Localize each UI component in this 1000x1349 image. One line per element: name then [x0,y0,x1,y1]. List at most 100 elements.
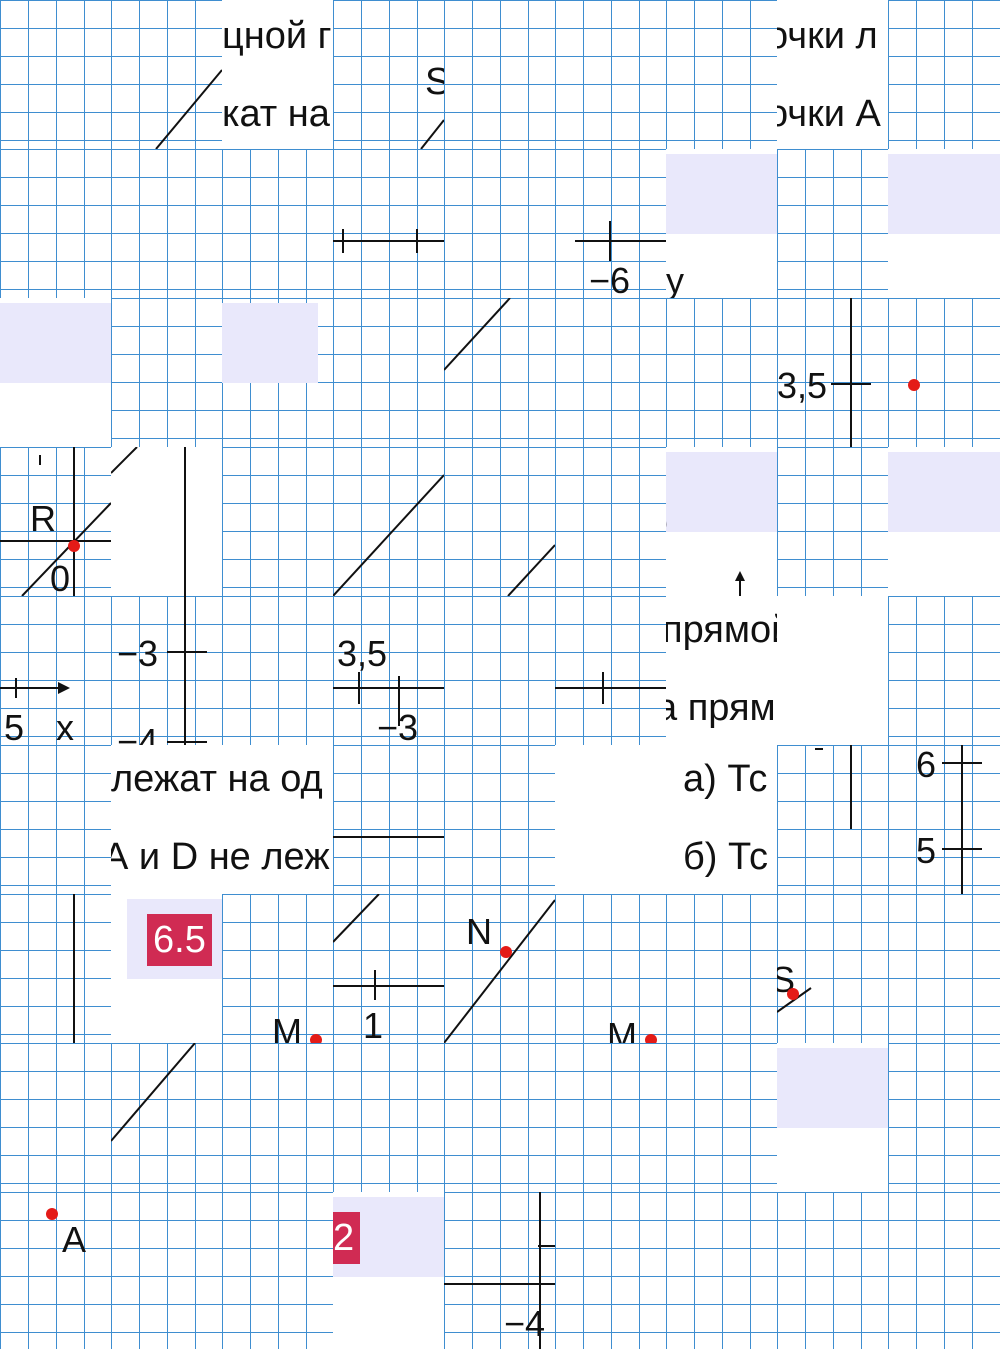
puzzle-tile[interactable]: 1 [333,894,444,1043]
puzzle-tile[interactable] [444,1043,555,1192]
puzzle-tile[interactable] [111,1192,222,1349]
puzzle-tile[interactable] [333,1043,444,1192]
puzzle-tile[interactable] [555,447,666,596]
puzzle-tile[interactable] [111,149,222,298]
puzzle-tile[interactable] [555,1192,666,1349]
puzzle-tile[interactable] [888,298,1000,447]
puzzle-tile[interactable] [888,1192,1000,1349]
puzzle-tile[interactable] [444,745,555,894]
puzzle-tile[interactable] [0,745,111,894]
axis-segment [555,672,666,704]
puzzle-tile[interactable] [777,1192,888,1349]
puzzle-tile[interactable]: цной г кат на [222,0,333,149]
puzzle-tile[interactable]: M [222,894,333,1043]
puzzle-tile[interactable]: R 0 [0,447,111,596]
puzzle-tile[interactable]: D [666,447,777,596]
tick-label: 5 [916,830,937,871]
vertical-axis [167,596,207,745]
puzzle-tile[interactable]: прямой. а прямой. [666,596,777,745]
puzzle-tile[interactable] [333,298,444,447]
puzzle-tile[interactable] [777,596,888,745]
puzzle-tile[interactable] [888,894,1000,1043]
puzzle-tile[interactable] [222,298,333,447]
axis-segment [333,672,444,726]
axis-arrow [735,571,745,596]
puzzle-tile[interactable]: 6 5 [888,745,1000,894]
puzzle-tile[interactable] [444,298,555,447]
tick-label: 3,5 [337,633,388,674]
puzzle-tile[interactable] [777,447,888,596]
vertical-axis [73,894,75,1043]
puzzle-tile[interactable] [888,149,1000,298]
puzzle-tile[interactable] [444,596,555,745]
puzzle-tile[interactable]: −3 −4 [111,596,222,745]
text-fragment: лежат на од [111,758,323,800]
highlight-box [888,452,1000,532]
puzzle-tile[interactable] [666,894,777,1043]
diagonal-line [155,69,222,149]
point-label: R [30,498,56,539]
puzzle-tile[interactable] [222,1192,333,1349]
puzzle-tile[interactable]: 3,5 −3 [333,596,444,745]
tick-label: 1 [363,1005,384,1044]
axis-segment [815,745,852,829]
point-label: N [466,911,492,952]
puzzle-tile[interactable]: очки л очки A [777,0,888,149]
puzzle-tile[interactable] [111,298,222,447]
puzzle-tile[interactable] [111,1043,222,1192]
puzzle-tile[interactable] [777,1043,888,1192]
text-fragment: кат на [222,93,330,135]
puzzle-tile[interactable]: S [333,0,444,149]
puzzle-tile[interactable] [111,0,222,149]
tick-label: 3,5 [777,365,828,406]
puzzle-tile[interactable] [333,149,444,298]
puzzle-tile[interactable] [888,596,1000,745]
puzzle-tile[interactable]: 2 [333,1192,444,1349]
puzzle-tile[interactable] [888,0,1000,149]
puzzle-tile[interactable] [666,1192,777,1349]
puzzle-tile[interactable] [888,447,1000,596]
puzzle-tile[interactable] [222,149,333,298]
puzzle-tile[interactable] [444,149,555,298]
puzzle-tile[interactable] [666,298,777,447]
puzzle-tile[interactable]: 6.5 [111,894,222,1043]
puzzle-tile[interactable]: N [444,894,555,1043]
puzzle-tile[interactable] [666,1043,777,1192]
puzzle-tile[interactable]: M [555,894,666,1043]
puzzle-tile[interactable] [0,1043,111,1192]
puzzle-tile[interactable] [0,0,111,149]
diagonal-line [333,474,444,596]
puzzle-tile[interactable]: а) Тс б) Тс [555,745,777,894]
puzzle-tile[interactable] [111,447,222,596]
puzzle-tile[interactable]: y [666,149,777,298]
puzzle-tile[interactable] [222,1043,333,1192]
puzzle-tile[interactable] [666,0,777,149]
puzzle-tile[interactable]: −4 [444,1192,555,1349]
puzzle-tile[interactable] [444,447,555,596]
puzzle-tile[interactable] [777,149,888,298]
puzzle-tile[interactable] [0,298,111,447]
puzzle-tile[interactable] [555,0,666,149]
puzzle-tile[interactable] [0,149,111,298]
puzzle-tile[interactable] [555,298,666,447]
point-dot [645,1034,657,1043]
puzzle-tile[interactable]: 5 x [0,596,111,745]
puzzle-tile[interactable]: A [0,1192,111,1349]
tick-label: −4 [504,1303,546,1344]
puzzle-tile[interactable] [555,596,666,745]
puzzle-tile[interactable] [333,447,444,596]
puzzle-tile[interactable] [333,745,444,894]
puzzle-tile[interactable] [555,1043,666,1192]
puzzle-tile[interactable] [222,447,333,596]
puzzle-tile[interactable]: лежат на од А и D не леж [111,745,333,894]
axis-segment [111,447,186,596]
puzzle-tile[interactable]: −6 [555,149,666,298]
axis-segment [333,229,444,253]
puzzle-tile[interactable]: 3,5 [777,298,888,447]
puzzle-tile[interactable] [222,596,333,745]
puzzle-tile[interactable] [0,894,111,1043]
puzzle-tile[interactable]: S [777,894,888,1043]
puzzle-tile[interactable] [444,0,555,149]
puzzle-tile[interactable] [777,745,888,894]
puzzle-tile[interactable] [888,1043,1000,1192]
